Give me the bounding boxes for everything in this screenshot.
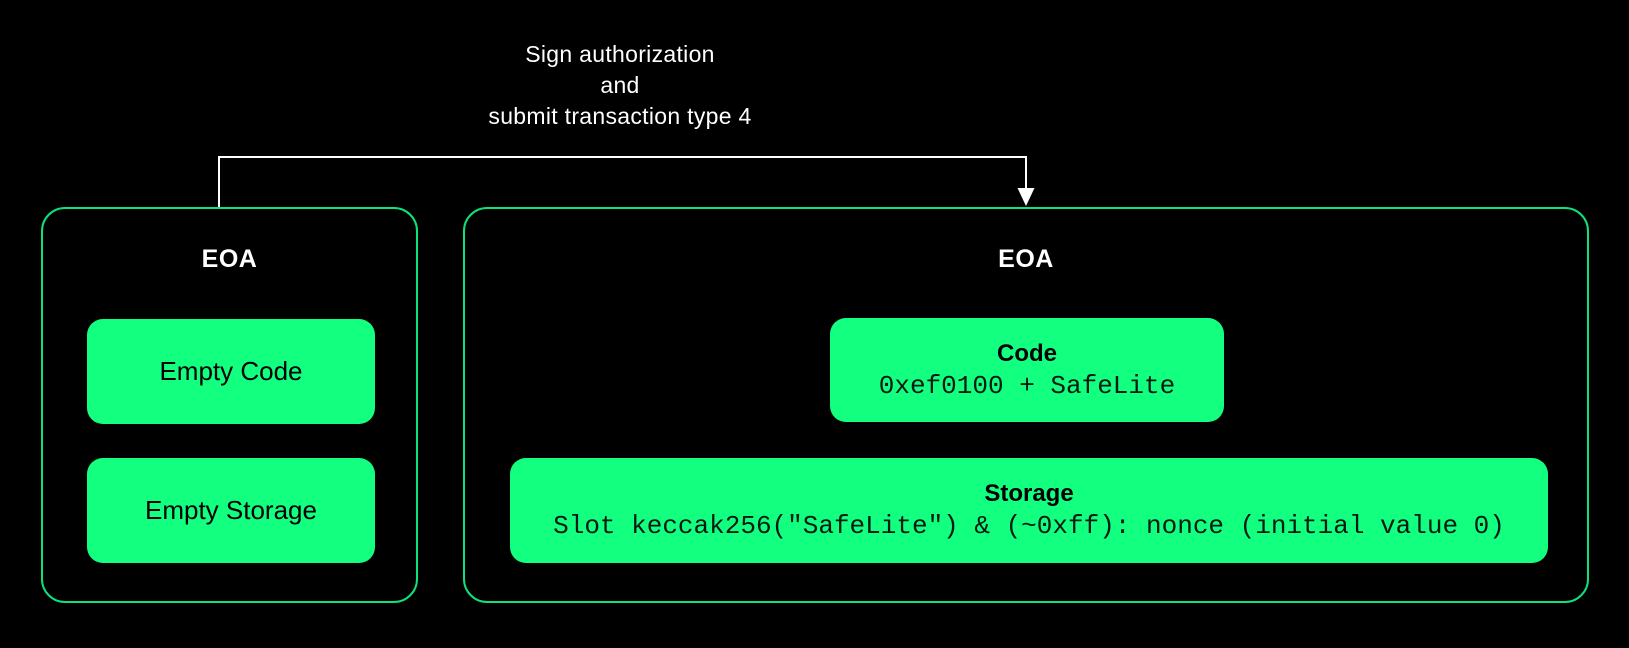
eoa-after-box: EOA Code 0xef0100 + SafeLite Storage Slo… xyxy=(463,207,1589,603)
empty-code-label: Empty Code xyxy=(159,356,303,386)
empty-storage-label: Empty Storage xyxy=(145,495,317,525)
storage-box-title: Storage xyxy=(984,480,1074,507)
arrowhead-icon xyxy=(1017,188,1035,206)
code-box-value: 0xef0100 + SafeLite xyxy=(878,370,1176,401)
arrow-label-line-1: Sign authorization xyxy=(525,41,715,67)
arrow-label: Sign authorization and submit transactio… xyxy=(320,39,920,132)
arrow-label-line-3: submit transaction type 4 xyxy=(488,103,752,129)
storage-box-value: Slot keccak256("SafeLite") & (~0xff): no… xyxy=(553,511,1505,541)
code-box-title: Code xyxy=(997,339,1057,367)
eoa-before-title: EOA xyxy=(201,245,258,273)
eoa-before-box: EOA Empty Code Empty Storage xyxy=(41,207,418,603)
storage-box: Storage Slot keccak256("SafeLite") & (~0… xyxy=(510,458,1548,563)
empty-storage-box: Empty Storage xyxy=(87,458,375,563)
code-box: Code 0xef0100 + SafeLite xyxy=(830,318,1224,422)
arrow-label-line-2: and xyxy=(600,72,640,98)
empty-code-box: Empty Code xyxy=(87,319,375,424)
eoa-after-title: EOA xyxy=(998,245,1054,273)
